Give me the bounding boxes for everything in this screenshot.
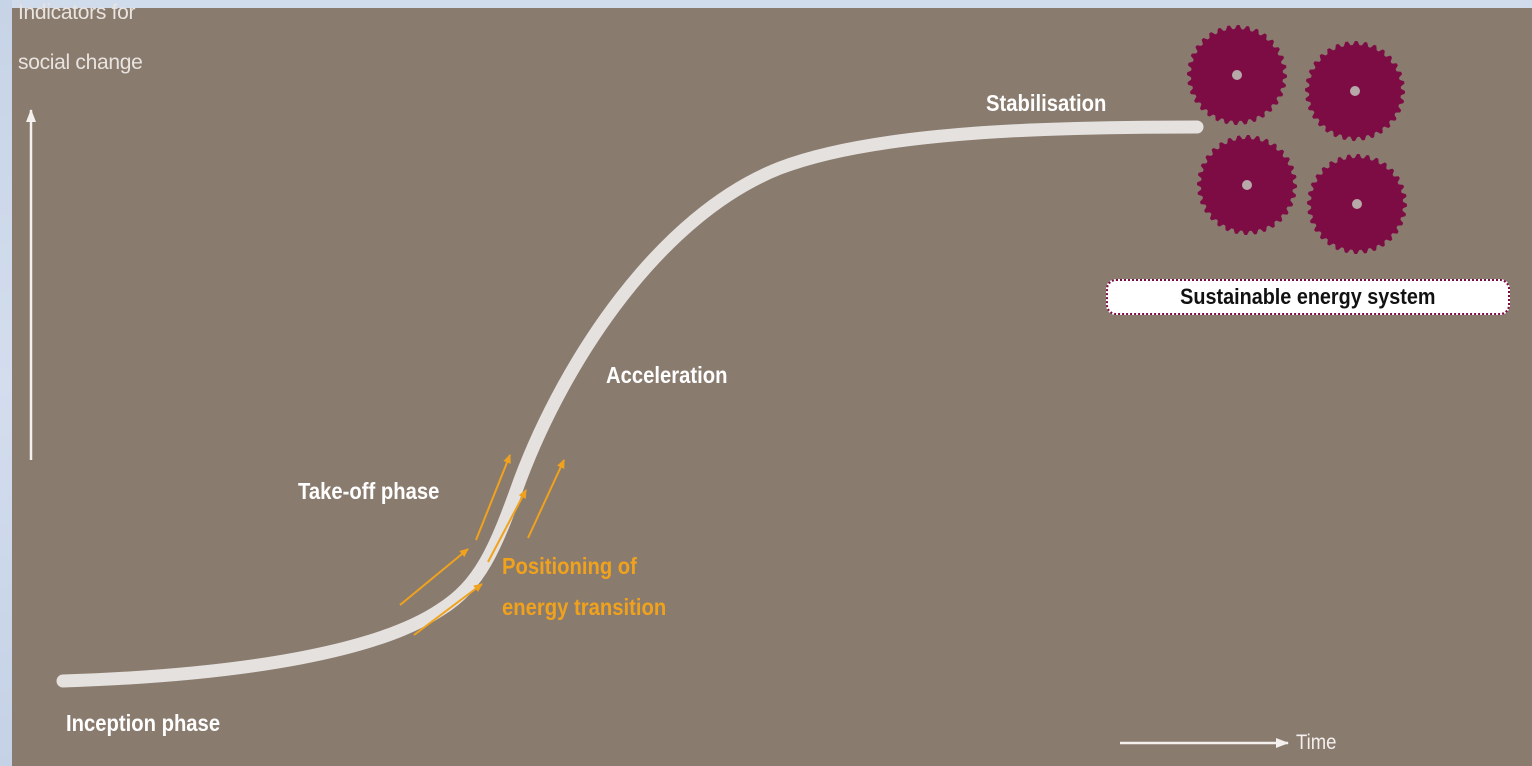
x-axis-label: Time — [1296, 731, 1337, 754]
phase-label-stabilisation: Stabilisation — [986, 90, 1107, 116]
positioning-label-line2: energy transition — [502, 594, 667, 620]
gear-icon — [1197, 135, 1297, 235]
left-border — [0, 0, 12, 766]
positioning-arrow — [527, 459, 565, 539]
y-axis-label-line2: social change — [18, 51, 143, 74]
top-border — [0, 0, 1532, 8]
positioning-label-line1: Positioning of — [502, 553, 637, 579]
gear-icon — [1305, 41, 1405, 141]
positioning-arrow — [399, 548, 469, 606]
phase-label-inception: Inception phase — [66, 710, 221, 736]
positioning-arrow — [487, 489, 527, 563]
gear-icon — [1187, 25, 1287, 125]
sustainable-energy-system-label: Sustainable energy system — [1180, 284, 1436, 309]
diagram-panel — [12, 8, 1532, 766]
phase-label-take-off: Take-off phase — [298, 478, 440, 504]
y-axis-label-line1: Indicators for — [18, 1, 136, 24]
sustainable-energy-system-box: Sustainable energy system — [1106, 279, 1510, 315]
positioning-arrow — [475, 454, 511, 541]
positioning-arrow — [413, 583, 483, 636]
s-curve — [56, 120, 1204, 688]
gear-icon — [1307, 154, 1407, 254]
phase-label-acceleration: Acceleration — [606, 362, 728, 388]
